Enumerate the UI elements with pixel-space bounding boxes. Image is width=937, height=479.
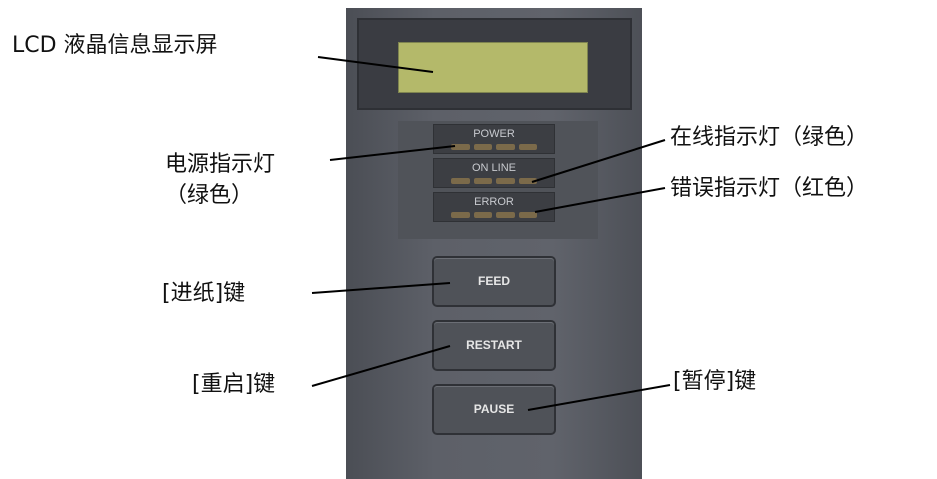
restart-key-label: RESTART [466, 338, 522, 352]
callout-pause-key: [暂停]键 [673, 369, 757, 394]
callout-error-led: 错误指示灯（红色） [670, 176, 869, 201]
feed-key-label: FEED [477, 274, 510, 288]
leader-lcd [317, 56, 434, 73]
power-led [451, 144, 537, 150]
leader-error [534, 187, 666, 213]
power-indicator: POWER [433, 124, 555, 154]
online-led [451, 178, 537, 184]
leader-feed [311, 282, 451, 294]
leader-restart [311, 345, 451, 387]
callout-power-led-color: （绿色） [165, 183, 254, 208]
feed-key[interactable]: FEED [434, 258, 554, 305]
online-indicator-label: ON LINE [471, 162, 516, 174]
callout-lcd: LCD 液晶信息显示屏 [12, 33, 218, 58]
leader-online [531, 139, 666, 183]
callout-power-led: 电源指示灯 [165, 152, 276, 177]
error-led [451, 212, 537, 218]
callout-restart-key: [重启]键 [192, 372, 276, 397]
leader-pause [527, 384, 671, 411]
restart-key[interactable]: RESTART [434, 322, 554, 369]
callout-feed-key: [进纸]键 [162, 281, 246, 306]
power-indicator-label: POWER [473, 128, 515, 140]
pause-key-label: PAUSE [473, 402, 515, 416]
callout-online-led: 在线指示灯（绿色） [670, 125, 869, 150]
error-indicator: ERROR [433, 192, 555, 222]
online-indicator: ON LINE [433, 158, 555, 188]
error-indicator-label: ERROR [474, 196, 514, 208]
leader-power [329, 145, 456, 161]
